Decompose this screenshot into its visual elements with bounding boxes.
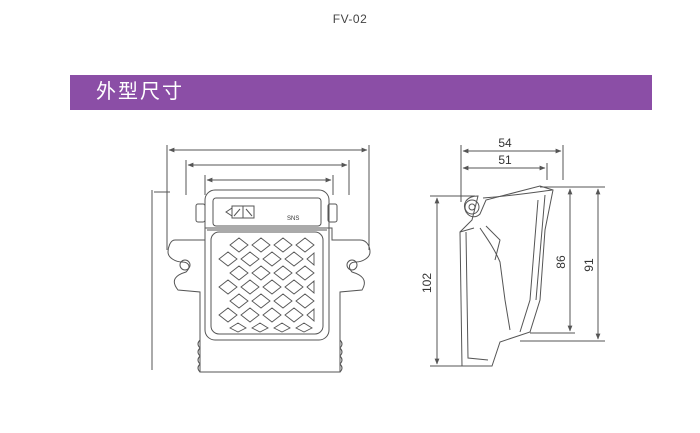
side-view (430, 145, 605, 367)
tread-pattern (218, 237, 315, 333)
pedal-body (204, 189, 330, 341)
base-ribs (197, 339, 343, 373)
model-number: FV-02 (332, 12, 368, 26)
section-banner: 外型尺寸 (70, 75, 652, 110)
label-plate-text: SNS (287, 216, 299, 222)
dim-total-height: 102 (420, 273, 434, 293)
dim-inner-height: 86 (554, 255, 568, 269)
side-profile-outline (459, 185, 554, 367)
front-base-outline (167, 227, 371, 373)
hinge-right (327, 203, 338, 223)
label-plate (212, 197, 322, 227)
mounting-hole-left (179, 259, 191, 271)
hinge-left (195, 203, 206, 223)
dim-outer-height: 91 (582, 258, 596, 272)
side-extension-lines (430, 145, 605, 367)
hinge-pin-icon (464, 199, 480, 215)
dim-pedal-depth: 51 (498, 153, 512, 167)
pedal-tread-frame (210, 231, 324, 335)
front-dimension-lines (151, 145, 370, 370)
valve-symbol-icon (225, 205, 255, 219)
mounting-hole-right (346, 259, 358, 271)
section-title: 外型尺寸 (96, 81, 184, 103)
front-view (151, 145, 371, 373)
dim-overall-depth: 54 (498, 136, 512, 150)
